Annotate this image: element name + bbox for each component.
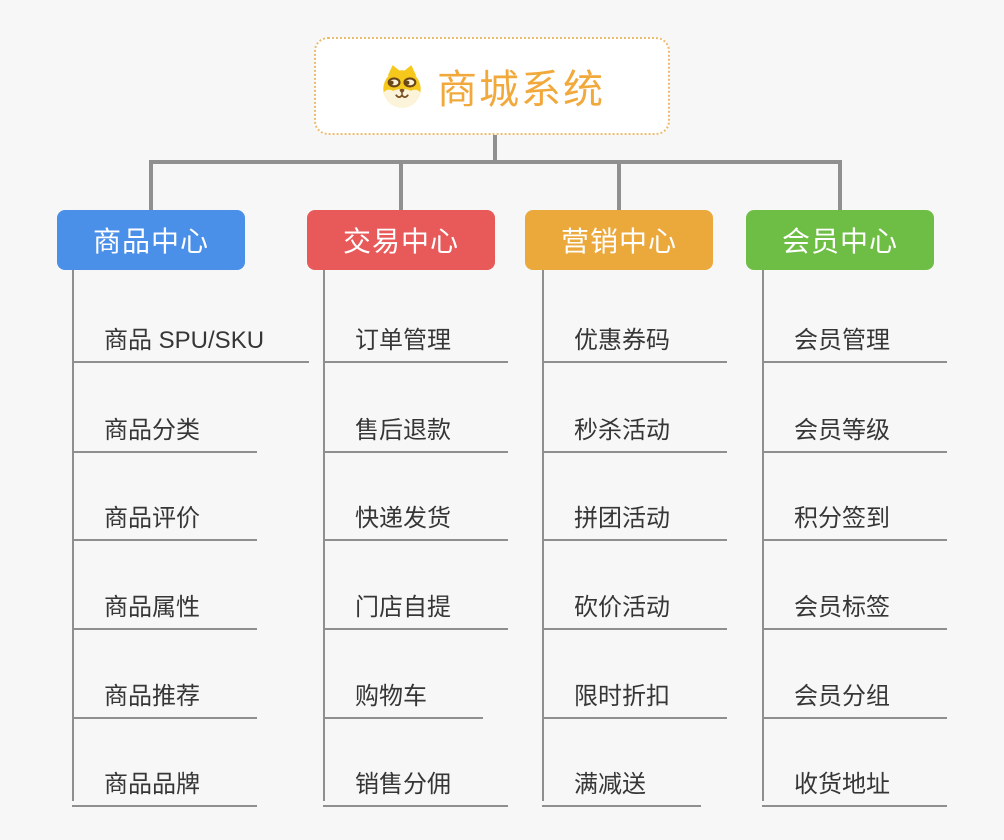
branch-spine-member (762, 270, 764, 801)
node-label: 商品评价 (104, 505, 200, 532)
node-member-group[interactable]: 会员分组 (762, 665, 947, 719)
node-label: 门店自提 (355, 594, 451, 621)
node-label: 购物车 (355, 683, 427, 710)
node-express-delivery[interactable]: 快递发货 (323, 487, 508, 541)
branch-spine-product (72, 270, 74, 801)
connector-horizontal (149, 160, 842, 164)
node-label: 商品属性 (104, 594, 200, 621)
node-label: 会员等级 (794, 417, 890, 444)
node-label: 售后退款 (355, 417, 451, 444)
node-label: 秒杀活动 (574, 417, 670, 444)
node-label: 商品推荐 (104, 683, 200, 710)
node-label: 会员管理 (794, 327, 890, 354)
root-title: 商城系统 (437, 68, 605, 112)
node-member-tag[interactable]: 会员标签 (762, 576, 947, 630)
branch-spine-trade (323, 270, 325, 801)
node-points-checkin[interactable]: 积分签到 (762, 487, 947, 541)
node-label: 限时折扣 (574, 683, 670, 710)
node-store-pickup[interactable]: 门店自提 (323, 576, 508, 630)
node-full-reduction[interactable]: 满减送 (542, 753, 701, 807)
branch-label: 交易中心 (342, 226, 459, 257)
node-label: 快递发货 (355, 505, 451, 532)
node-label: 砍价活动 (574, 594, 670, 621)
node-group-buy[interactable]: 拼团活动 (542, 487, 727, 541)
node-after-sales-refund[interactable]: 售后退款 (323, 399, 508, 453)
node-shipping-address[interactable]: 收货地址 (762, 753, 947, 807)
dog-face-icon (383, 65, 421, 108)
node-label: 商品 SPU/SKU (104, 327, 265, 354)
connector-drop-member (838, 160, 842, 210)
branch-trade-center[interactable]: 交易中心 (307, 210, 495, 270)
connector-drop-marketing (617, 160, 621, 210)
node-label: 收货地址 (794, 771, 890, 798)
branch-label: 商品中心 (92, 226, 209, 257)
node-label: 会员标签 (794, 594, 890, 621)
branch-label: 会员中心 (781, 226, 898, 257)
branch-spine-marketing (542, 270, 544, 801)
node-label: 积分签到 (794, 505, 890, 532)
branch-marketing-center[interactable]: 营销中心 (525, 210, 713, 270)
node-label: 优惠券码 (574, 327, 670, 354)
node-shopping-cart[interactable]: 购物车 (323, 665, 483, 719)
node-member-management[interactable]: 会员管理 (762, 309, 947, 363)
root-node[interactable]: 商城系统 (314, 37, 670, 135)
branch-product-center[interactable]: 商品中心 (57, 210, 245, 270)
node-label: 商品品牌 (104, 771, 200, 798)
node-product-review[interactable]: 商品评价 (72, 487, 257, 541)
node-product-recommend[interactable]: 商品推荐 (72, 665, 257, 719)
node-member-level[interactable]: 会员等级 (762, 399, 947, 453)
node-label: 商品分类 (104, 417, 200, 444)
node-coupon-code[interactable]: 优惠券码 (542, 309, 727, 363)
node-flash-sale[interactable]: 秒杀活动 (542, 399, 727, 453)
node-product-spu-sku[interactable]: 商品 SPU/SKU (72, 309, 309, 363)
node-label: 满减送 (574, 771, 646, 798)
node-product-brand[interactable]: 商品品牌 (72, 753, 257, 807)
connector-drop-trade (399, 160, 403, 210)
node-order-management[interactable]: 订单管理 (323, 309, 508, 363)
node-product-category[interactable]: 商品分类 (72, 399, 257, 453)
node-label: 会员分组 (794, 683, 890, 710)
node-limited-time-discount[interactable]: 限时折扣 (542, 665, 727, 719)
node-label: 订单管理 (355, 327, 451, 354)
branch-member-center[interactable]: 会员中心 (746, 210, 934, 270)
node-label: 销售分佣 (355, 771, 451, 798)
node-product-attribute[interactable]: 商品属性 (72, 576, 257, 630)
node-bargain-activity[interactable]: 砍价活动 (542, 576, 727, 630)
node-label: 拼团活动 (574, 505, 670, 532)
connector-root-stub (493, 135, 497, 164)
node-sales-commission[interactable]: 销售分佣 (323, 753, 508, 807)
branch-label: 营销中心 (560, 226, 677, 257)
connector-drop-product (149, 160, 153, 210)
